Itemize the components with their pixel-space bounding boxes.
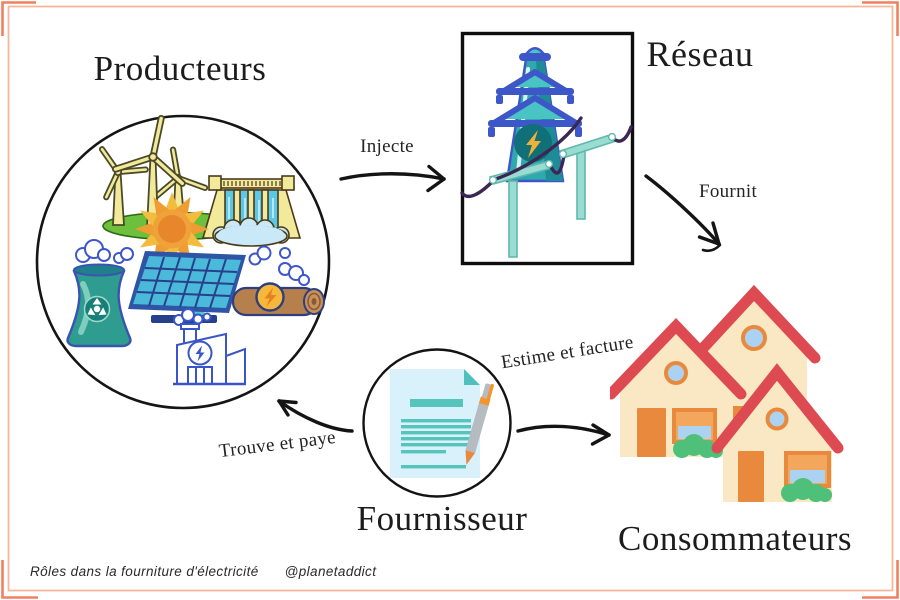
house-icon bbox=[711, 363, 844, 502]
grid-title: Réseau bbox=[646, 34, 754, 74]
power-lines-icon bbox=[460, 116, 633, 199]
supplier-circle bbox=[362, 348, 512, 498]
hydro-dam-icon bbox=[201, 175, 302, 247]
sun-icon bbox=[135, 192, 209, 266]
footer-caption: Rôles dans la fourniture d'électricité @p… bbox=[30, 564, 376, 579]
caption-text: Rôles dans la fourniture d'électricité bbox=[30, 564, 259, 579]
pen-icon bbox=[465, 383, 494, 465]
consumers-title: Consommateurs bbox=[618, 519, 852, 558]
biomass-log-icon bbox=[231, 245, 325, 317]
bush-icon bbox=[781, 478, 832, 502]
house-icon bbox=[610, 318, 747, 458]
edge-label-fournit: Fournit bbox=[698, 181, 758, 202]
insulator-dots bbox=[488, 132, 617, 185]
credit-handle: @planetaddict bbox=[284, 564, 377, 579]
grid-box bbox=[460, 31, 635, 266]
producers-circle bbox=[35, 114, 331, 410]
contract-document-icon bbox=[390, 369, 480, 478]
edge-label-injecte: Injecte bbox=[360, 136, 414, 157]
nuclear-tower-icon bbox=[66, 239, 134, 348]
producers-title: Producteurs bbox=[93, 49, 267, 88]
consumers-houses bbox=[610, 284, 844, 502]
factory-icon bbox=[173, 308, 246, 386]
supplier-title: Fournisseur bbox=[356, 499, 528, 538]
